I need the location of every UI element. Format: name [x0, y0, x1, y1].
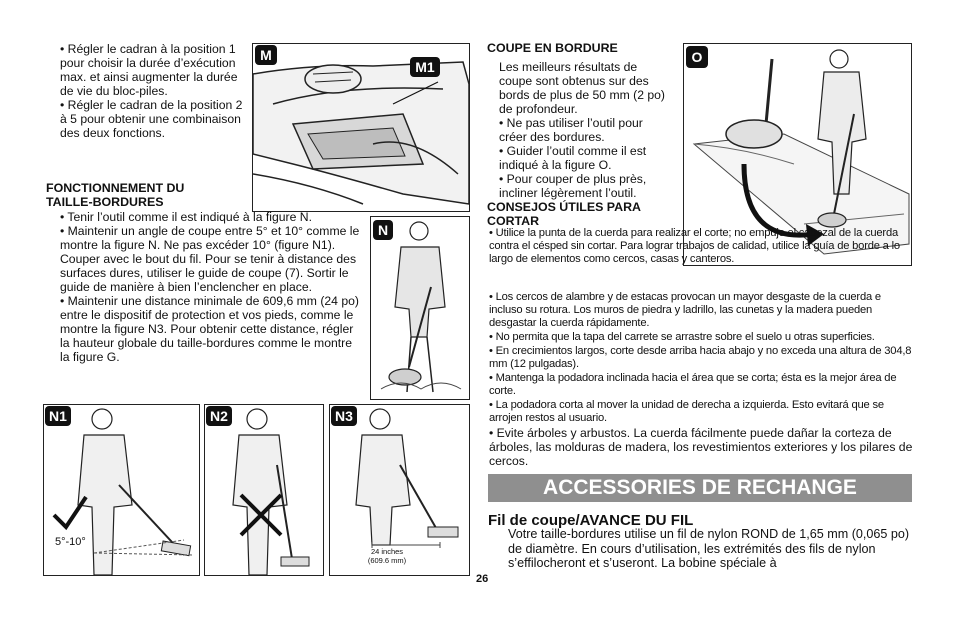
tips-bullet: • La podadora corta al mover la unidad d…	[489, 399, 884, 424]
distance-label-inches: 24 inches	[370, 547, 404, 556]
figure-label-n: N	[373, 220, 393, 240]
tips-title: CONSEJOS ÚTILES PARA CORTAR	[487, 200, 641, 228]
body-text-block: Votre taille-bordures utilise un fil de …	[508, 527, 912, 571]
tips-bullet: • Evite árboles y arbustos. La cuerda fá…	[489, 426, 913, 468]
person-trimming-illustration	[380, 221, 462, 393]
operation-bullet: • Maintenir une distance minimale de 609…	[60, 294, 359, 364]
figure-label-n1: N1	[45, 406, 71, 426]
figure-m	[252, 43, 470, 212]
incorrect-angle-illustration	[232, 408, 310, 576]
tips-bullet: • Utilice la punta de la cuerda para rea…	[489, 227, 900, 265]
dial-bullets: • Régler le cadran à la position 1 pour …	[60, 42, 248, 140]
edging-text: Les meilleurs résultats de coupe sont ob…	[499, 60, 665, 116]
operation-bullet: • Tenir l’outil comme il est indiqué à l…	[60, 210, 312, 224]
operation-section: FONCTIONNEMENT DU TAILLE-BORDURES	[46, 181, 364, 209]
tips-bullet: • En crecimientos largos, corte desde ar…	[489, 345, 912, 370]
subheading: Fil de coupe/AVANCE DU FIL	[488, 512, 694, 529]
safe-distance-illustration	[355, 408, 459, 548]
figure-n	[370, 216, 470, 400]
figure-label-m: M	[255, 45, 277, 65]
tips-bullet: • Mantenga la podadora inclinada hacia e…	[489, 372, 897, 397]
edging-bullet: • Pour couper de plus près, incliner lég…	[499, 172, 647, 200]
operation-bullets: • Tenir l’outil comme il est indiqué à l…	[60, 210, 363, 224]
edging-bullet: • Ne pas utiliser l’outil pour créer des…	[499, 116, 643, 144]
tips-bullets: • Los cercos de alambre y de estacas pro…	[489, 291, 913, 468]
figure-label-n2: N2	[206, 406, 232, 426]
page-number: 26	[476, 573, 489, 585]
edging-illustration	[692, 49, 910, 255]
edging-text-block: Les meilleurs résultats de coupe sont ob…	[499, 60, 671, 200]
figure-n1	[43, 404, 200, 576]
section-title: FONCTIONNEMENT DU TAILLE-BORDURES	[46, 181, 185, 209]
tips-first: • Utilice la punta de la cuerda para rea…	[489, 227, 909, 266]
distance-label-mm: (609.6 mm)	[367, 556, 407, 565]
figure-label-m1: M1	[410, 57, 440, 77]
figure-label-o: O	[686, 46, 708, 68]
figure-label-n3: N3	[331, 406, 357, 426]
body-text: Votre taille-bordures utilise un fil de …	[508, 527, 910, 571]
tips-bullet: • Los cercos de alambre y de estacas pro…	[489, 291, 881, 329]
figure-o	[683, 43, 912, 266]
dial-bullet: • Régler le cadran à la position 1 pour …	[60, 42, 238, 98]
distance-label: 24 inches (609.6 mm)	[362, 547, 412, 565]
accessories-banner: ACCESSORIES DE RECHANGE	[488, 474, 912, 502]
correct-angle-illustration	[52, 408, 195, 576]
operation-bullet: • Maintenir un angle de coupe entre 5° e…	[60, 224, 360, 294]
angle-label: 5°-10°	[55, 536, 86, 548]
edging-title: COUPE EN BORDURE	[487, 41, 618, 55]
figure-n2	[204, 404, 324, 576]
tips-bullet: • No permita que la tapa del carrete se …	[489, 331, 875, 343]
dial-bullet: • Régler le cadran de la position 2 à 5 …	[60, 98, 243, 140]
figure-n3	[329, 404, 470, 576]
operation-bullets-wide: • Maintenir un angle de coupe entre 5° e…	[60, 224, 360, 364]
edging-bullet: • Guider l’outil comme il est indiqué à …	[499, 144, 647, 172]
